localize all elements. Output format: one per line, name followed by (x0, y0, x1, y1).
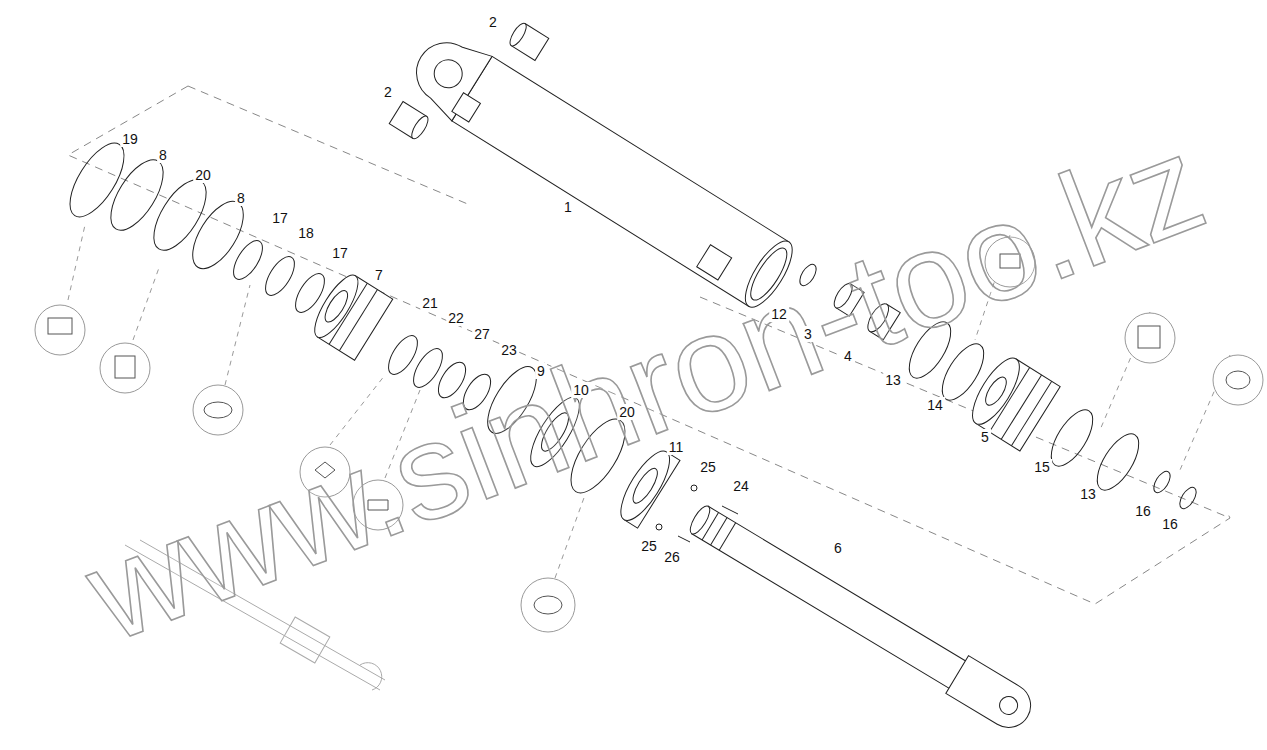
callout-number: 6 (832, 540, 844, 556)
callout-number: 9 (535, 363, 547, 379)
callout-number: 18 (296, 225, 316, 241)
callout-number: 8 (157, 147, 169, 163)
callout-number: 14 (925, 397, 945, 413)
callout-number: 13 (883, 372, 903, 388)
callout-number: 26 (662, 549, 682, 565)
callout-number: 1 (562, 199, 574, 215)
callout-number: 2 (487, 14, 499, 30)
callout-number: 22 (446, 310, 466, 326)
callout-number: 27 (472, 326, 492, 342)
callout-number: 16 (1160, 516, 1180, 532)
callout-number: 25 (639, 538, 659, 554)
callout-number: 16 (1133, 503, 1153, 519)
callout-number: 10 (571, 382, 591, 398)
bushing (389, 21, 549, 141)
callout-number: 21 (420, 295, 440, 311)
callout-number: 2 (382, 84, 394, 100)
callout-number: 20 (617, 404, 637, 420)
gland (307, 269, 393, 360)
cylinder-barrel (401, 25, 801, 314)
callout-number: 24 (731, 478, 751, 494)
callout-number: 5 (979, 429, 991, 445)
callout-number: 13 (1078, 486, 1098, 502)
callout-number: 11 (667, 439, 686, 455)
callout-number: 20 (193, 167, 213, 183)
callout-number: 4 (842, 348, 854, 364)
callout-number: 12 (769, 306, 789, 322)
callout-number: 17 (270, 210, 290, 226)
callout-number: 19 (120, 131, 140, 147)
callout-number: 17 (330, 245, 350, 261)
callout-number: 8 (235, 190, 247, 206)
piston-rod (656, 485, 1039, 736)
callout-number: 7 (373, 267, 385, 283)
callout-number: 15 (1032, 459, 1052, 475)
callout-number: 23 (499, 342, 519, 358)
callout-number: 3 (802, 326, 814, 342)
callout-number: 25 (698, 459, 718, 475)
